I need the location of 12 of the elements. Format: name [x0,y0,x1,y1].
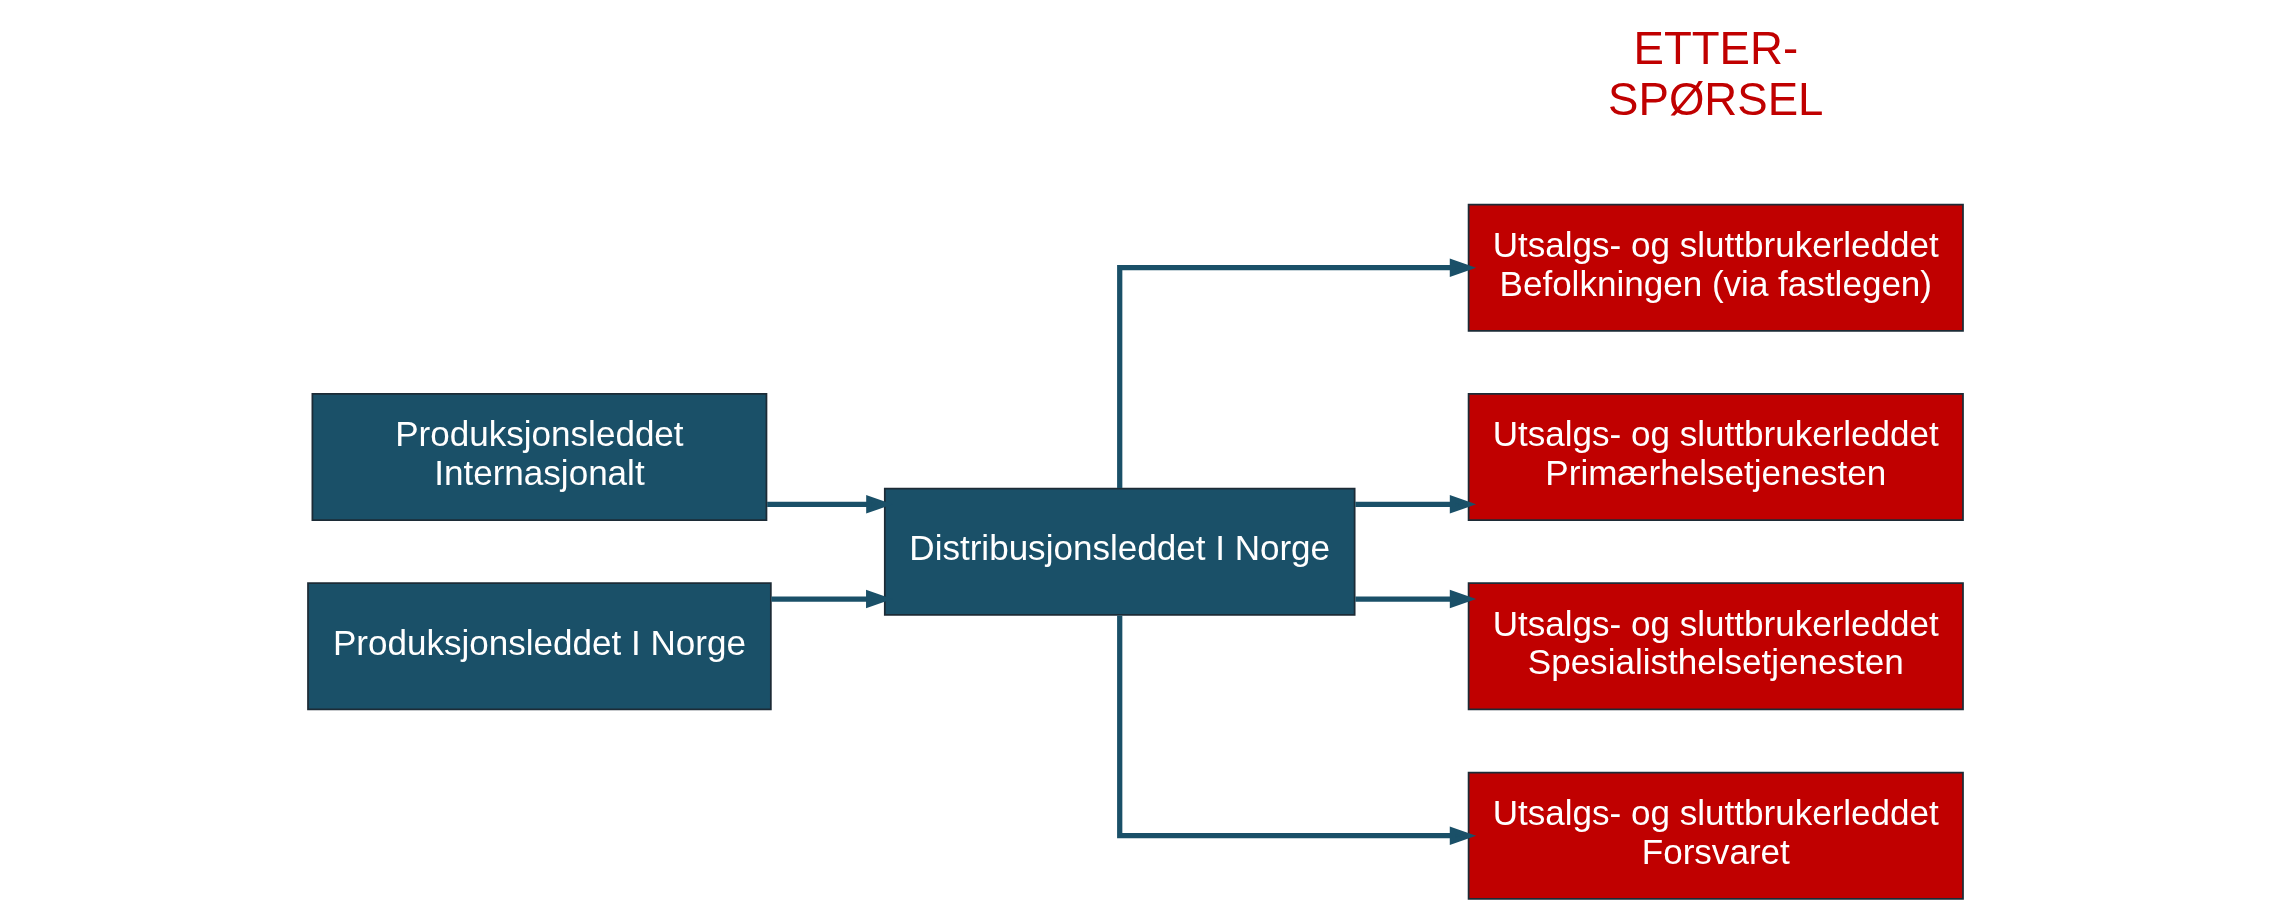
node-box: Utsalgs- og sluttbrukerleddet Forsvaret [1467,771,1964,900]
node-box: Utsalgs- og sluttbrukerleddet Befolkningen (via fastlegen) [1467,203,1964,332]
arrow [1117,615,1477,845]
node-box: Distribusjonsleddet I Norge [883,487,1356,616]
node-box: Produksjonsleddet I Norge [307,582,772,711]
arrow [1355,589,1477,609]
arrow [1117,258,1477,488]
node-box: Produksjonsleddet Internasjonalt [311,393,768,521]
arrow [1355,495,1477,514]
node-box: Utsalgs- og sluttbrukerleddet Primærhelsetjenesten [1467,393,1964,521]
node-box: Utsalgs- og sluttbrukerleddet Spesialisthelsetjenesten [1467,582,1964,711]
label: ETTER- SPØRSEL [1608,22,1824,125]
